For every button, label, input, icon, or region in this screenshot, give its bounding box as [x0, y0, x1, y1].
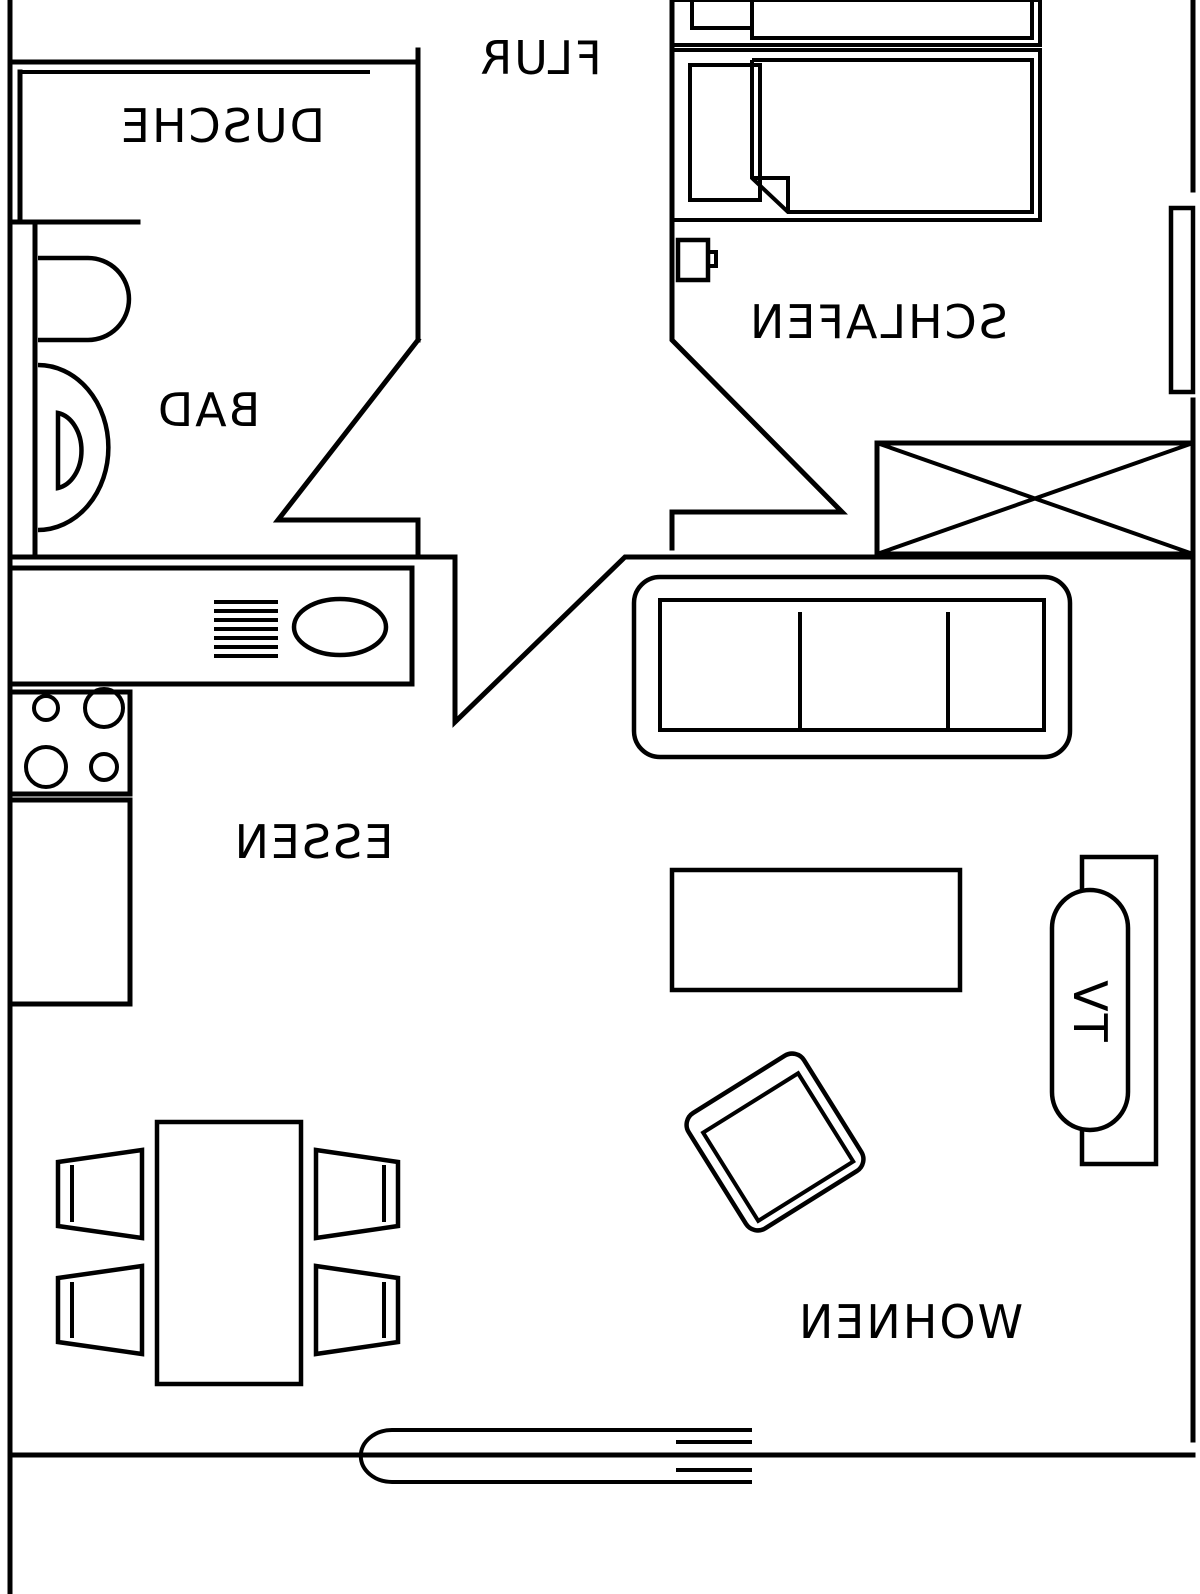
bathroom-walls [7, 47, 458, 560]
wardrobe [874, 440, 1196, 557]
room-label-bad: BAD [156, 383, 260, 437]
chair-left-top [55, 1147, 145, 1241]
bed-upper [670, 0, 1042, 47]
armchair [684, 1051, 866, 1233]
chair-left-bottom [55, 1263, 145, 1357]
sofa [631, 574, 1073, 760]
room-label-flur: FLUR [478, 31, 601, 85]
room-label-tv: TV [1063, 978, 1117, 1043]
chair-right-bottom [313, 1263, 401, 1357]
tv-unit: TV [1049, 854, 1159, 1167]
kitchen-counter-sink [7, 565, 415, 687]
chair-right-top [313, 1147, 401, 1241]
stove [7, 687, 133, 797]
nightstand [675, 237, 711, 283]
room-label-wohnen: WOHNEN [797, 1295, 1023, 1349]
kitchen-sink [291, 596, 389, 658]
dining-table [154, 1119, 304, 1387]
balcony-door [358, 1428, 752, 1484]
room-label-essen: ESSEN [233, 815, 394, 869]
coffee-table [669, 867, 963, 993]
dining-set [55, 1119, 401, 1387]
toilet [32, 219, 132, 560]
room-label-schlafen: SCHLAFEN [748, 295, 1008, 349]
bedroom-window [1168, 205, 1196, 395]
outer-walls [7, 0, 1196, 1594]
bed-lower [670, 48, 1042, 222]
kitchen-cabinet [7, 797, 133, 1007]
nightstand-knob [706, 250, 718, 268]
room-label-dusche: DUSCHE [119, 99, 325, 153]
drain-board [214, 600, 278, 658]
washbasin [37, 362, 111, 533]
hallway-walls [272, 0, 1196, 728]
